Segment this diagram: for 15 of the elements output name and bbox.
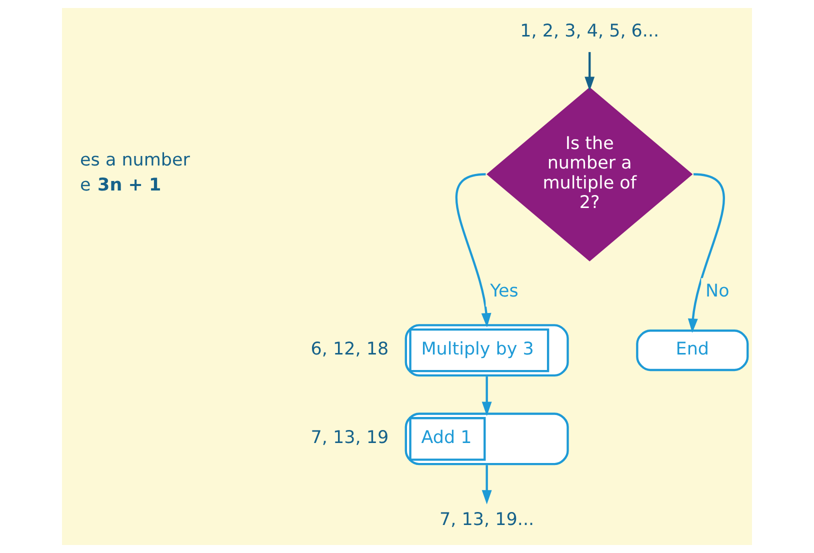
edge-label: Yes [490, 282, 518, 302]
label: e 3n + 1 [80, 175, 162, 196]
arrow [584, 52, 595, 92]
arrow [455, 173, 492, 328]
node-text: 7, 13, 19... [440, 510, 534, 530]
arrow [482, 465, 492, 504]
arrow [482, 376, 492, 416]
node-box: End [636, 330, 749, 372]
arrow [688, 173, 725, 333]
node-label: 6, 12, 18 [310, 339, 389, 360]
label: es a number [80, 150, 190, 170]
edge-label: No [706, 282, 730, 302]
node-text: 1, 2, 3, 4, 5, 6... [520, 21, 660, 42]
node-diamond: Is the number a multiple of 2? [486, 87, 693, 262]
node-label: 7, 13, 19 [310, 428, 389, 448]
